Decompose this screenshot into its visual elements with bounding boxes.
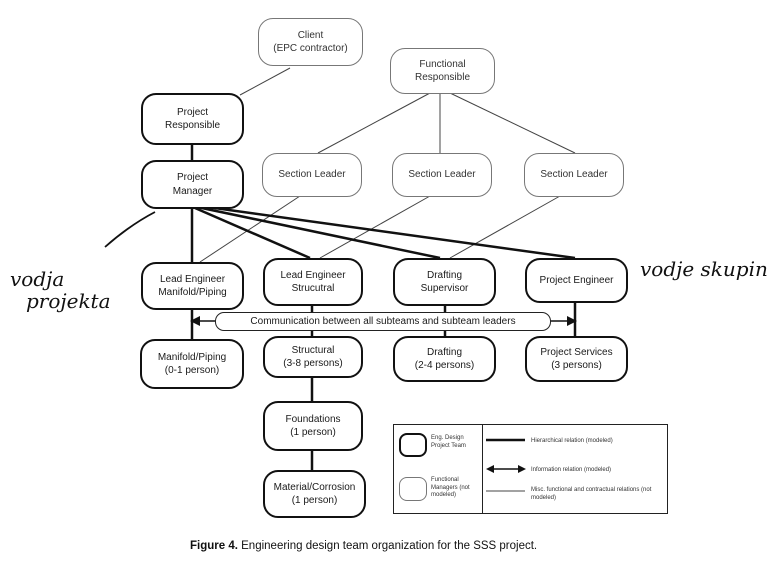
section-leader-label-1: Section Leader (278, 169, 346, 181)
drafting-count: (2-4 persons) (414, 360, 475, 371)
lead-engineer-structural-box: Lead Engineer Strucutral (263, 258, 363, 306)
functional-responsible-box: Functional Responsible (390, 48, 495, 94)
project-manager-label-1: Project (176, 172, 209, 183)
section-leader-label-3: Section Leader (540, 169, 608, 181)
project-responsible-label-2: Responsible (164, 120, 221, 131)
client-label: Client (297, 29, 324, 41)
legend-functional-swatch (399, 477, 427, 501)
manifold-piping-box: Manifold/Piping (0-1 person) (140, 339, 244, 389)
project-services-count: (3 persons) (551, 360, 602, 371)
project-responsible-label-1: Project (176, 106, 209, 118)
handwritten-note-right: vodje skupin (640, 257, 768, 281)
functional-responsible-label-2: Responsible (414, 72, 471, 83)
drafting-box: Drafting (2-4 persons) (393, 336, 496, 382)
project-manager-box: Project Manager (141, 160, 244, 209)
misc-relations (199, 67, 576, 263)
legend-line-samples (486, 438, 526, 492)
structural-label: Structural (291, 344, 335, 356)
handwritten-pointer-line (104, 211, 156, 248)
client-sub-label: (EPC contractor) (273, 43, 348, 54)
section-leader-box-2: Section Leader (392, 153, 492, 197)
legend: Eng. Design Project Team Functional Mana… (393, 424, 668, 514)
lead-engineer-structural-label-1: Lead Engineer (280, 269, 346, 281)
communication-bar: Communication between all subteams and s… (215, 312, 551, 331)
legend-eng-team-swatch (399, 433, 427, 457)
functional-responsible-label-1: Functional (419, 58, 466, 70)
drafting-supervisor-label-2: Supervisor (420, 283, 469, 294)
section-leader-box-3: Section Leader (524, 153, 624, 197)
figure-caption-text: Engineering design team organization for… (241, 540, 538, 552)
figure-caption: Figure 4. Engineering design team organi… (190, 540, 537, 552)
drafting-supervisor-box: Drafting Supervisor (393, 258, 496, 306)
legend-information-label: Information relation (modeled) (531, 467, 612, 473)
manifold-piping-count: (0-1 person) (164, 365, 220, 376)
drafting-label: Drafting (426, 346, 462, 358)
material-corrosion-label: Material/Corrosion (273, 481, 356, 493)
section-leader-box-1: Section Leader (262, 153, 362, 197)
project-engineer-box: Project Engineer (525, 258, 628, 303)
project-engineer-label: Project Engineer (539, 274, 614, 286)
lead-engineer-manifold-label-1: Lead Engineer (159, 273, 226, 285)
project-responsible-box: Project Responsible (141, 93, 244, 145)
section-leader-label-2: Section Leader (408, 169, 476, 181)
structural-count: (3-8 persons) (283, 358, 343, 369)
drafting-supervisor-label-1: Drafting (426, 269, 462, 281)
legend-divider (482, 425, 483, 513)
client-box: Client (EPC contractor) (258, 18, 363, 66)
structural-box: Structural (3-8 persons) (263, 336, 363, 378)
manifold-piping-label: Manifold/Piping (157, 351, 227, 363)
hierarchical-relations (190, 145, 577, 470)
handwritten-note-left: vodja projekta (10, 268, 111, 312)
legend-misc-label: Misc. functional and contractual relatio… (531, 487, 652, 501)
legend-eng-team-label: Eng. Design Project Team (431, 435, 466, 449)
foundations-count: (1 person) (290, 427, 336, 438)
project-manager-label-2: Manager (172, 185, 213, 197)
foundations-label: Foundations (285, 413, 341, 425)
handwritten-note-left-line-1: vodja (10, 267, 65, 291)
legend-hierarchical-label: Hierarchical relation (modeled) (531, 438, 613, 444)
material-corrosion-count: (1 person) (291, 495, 338, 506)
project-services-box: Project Services (3 persons) (525, 336, 628, 382)
material-corrosion-box: Material/Corrosion (1 person) (263, 470, 366, 518)
handwritten-note-left-line-2: projekta (26, 289, 111, 313)
project-services-label: Project Services (540, 346, 613, 358)
foundations-box: Foundations (1 person) (263, 401, 363, 451)
legend-functional-label: Functional Managers (not modeled) (431, 477, 470, 498)
lead-engineer-structural-label-2: Strucutral (291, 283, 335, 294)
lead-engineer-manifold-label-2: Manifold/Piping (158, 287, 227, 298)
figure-caption-label: Figure 4. (190, 540, 238, 552)
lead-engineer-manifold-box: Lead Engineer Manifold/Piping (141, 262, 244, 310)
